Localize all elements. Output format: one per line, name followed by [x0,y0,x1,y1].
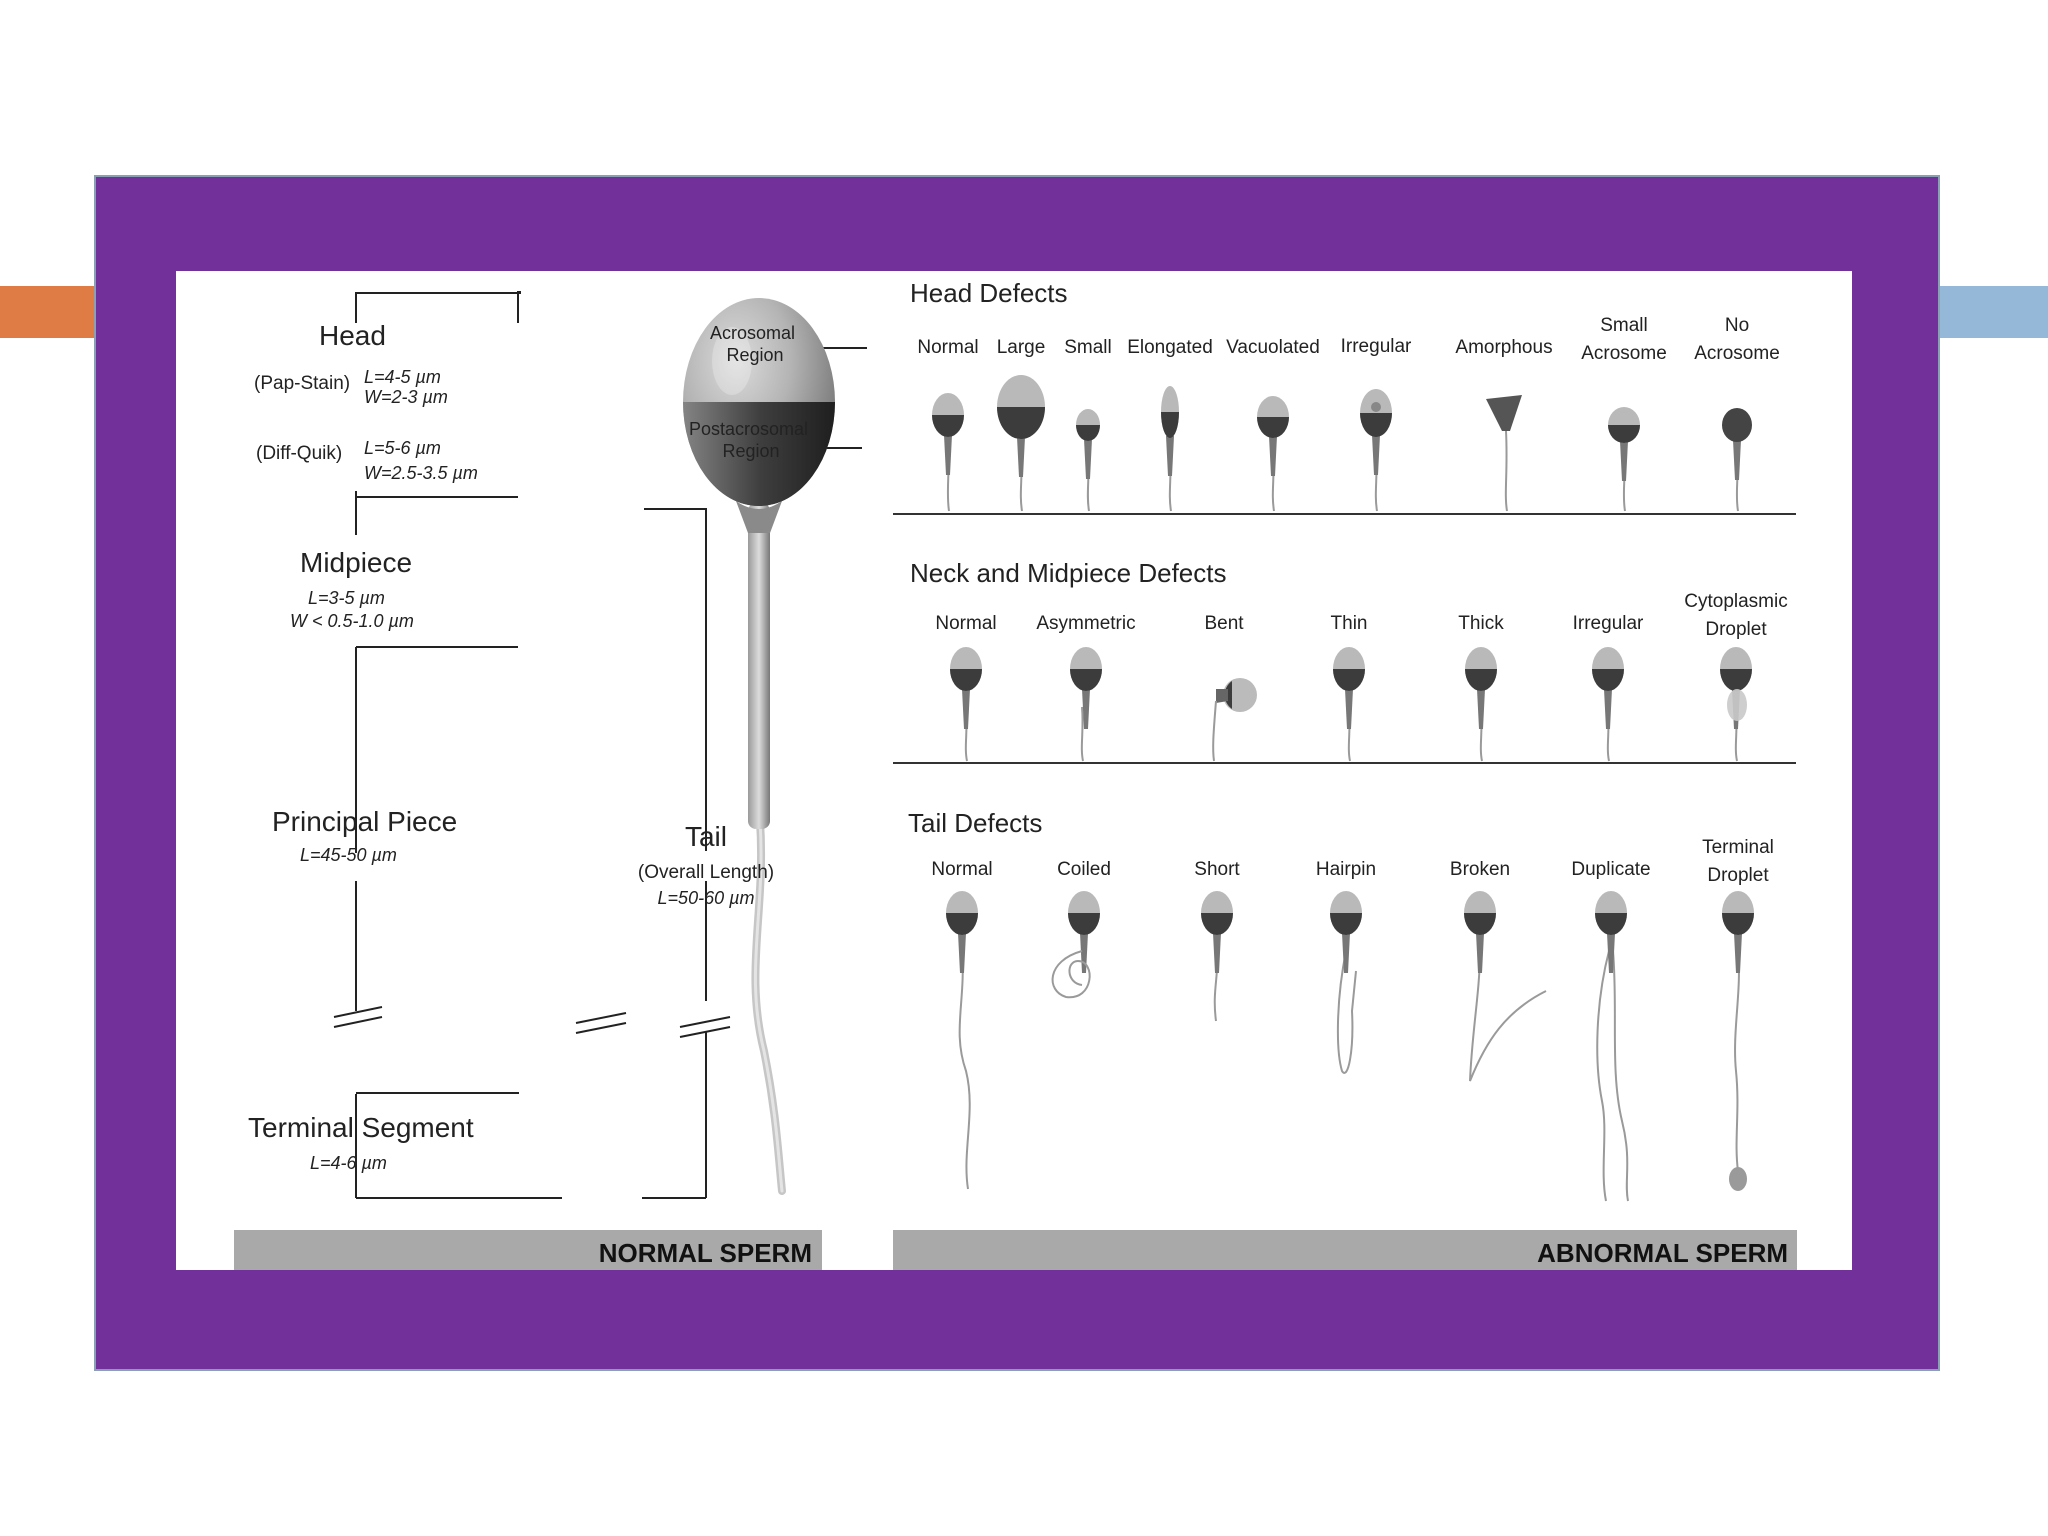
neck-defect-label: Asymmetric [1036,613,1135,634]
tail-defect-label: Hairpin [1316,859,1376,880]
pap-stain-label: (Pap-Stain) [254,373,350,394]
abnormal-sperm-banner [893,1230,1797,1270]
terminal-segment-label: Terminal Segment [248,1112,474,1143]
defect-illustrations [932,375,1754,1202]
neck-defect-label: Normal [935,613,996,634]
midpiece-width: W < 0.5-1.0 µm [290,611,414,631]
tail-overall-label: (Overall Length) [638,862,774,883]
neck-defects-title: Neck and Midpiece Defects [910,558,1226,588]
tail-defect-label: Broken [1450,859,1510,880]
midpiece-length: L=3-5 µm [308,588,385,608]
principal-piece-length: L=45-50 µm [300,845,397,865]
head-defects-title: Head Defects [910,278,1068,308]
head-defect-label: Normal [917,337,978,358]
sperm-morphology-figure: Head (Pap-Stain) L=4-5 µm W=2-3 µm (Diff… [176,271,1852,1270]
terminal-segment-length: L=4-6 µm [310,1153,387,1173]
orange-accent-bar [0,286,96,338]
tail-defect-label: Normal [931,859,992,880]
normal-sperm-illustration [683,298,835,1195]
head-defect-label: Vacuolated [1226,337,1320,358]
midpiece-label: Midpiece [300,547,412,578]
normal-sperm-banner-text: NORMAL SPERM [599,1238,812,1268]
tail-defect-label: Coiled [1057,859,1111,880]
diff-length: L=5-6 µm [364,438,441,458]
tail-defect-label: Duplicate [1571,859,1650,880]
head-defect-label: Small [1064,337,1112,358]
diff-width: W=2.5-3.5 µm [364,463,478,483]
principal-piece-label: Principal Piece [272,806,457,837]
pap-length: L=4-5 µm [364,367,441,387]
tail-label: Tail [685,821,727,852]
left-brackets [517,291,521,323]
head-defect-label: Irregular [1341,336,1412,357]
head-label: Head [319,320,386,351]
blue-accent-bar [1940,286,2048,338]
acrosomal-region-label: Acrosomal Region [710,323,800,365]
head-defect-label: Amorphous [1455,337,1552,358]
neck-defect-label: Bent [1204,613,1244,634]
neck-defect-label: Irregular [1573,613,1644,634]
abnormal-sperm-banner-text: ABNORMAL SPERM [1537,1238,1788,1268]
diff-quik-label: (Diff-Quik) [256,443,342,464]
tail-length: L=50-60 µm [658,888,755,908]
head-defect-label: Large [997,337,1046,358]
tail-defects-title: Tail Defects [908,808,1042,838]
neck-defect-label: Thin [1331,613,1368,634]
normal-sperm-banner [234,1230,822,1270]
pap-width: W=2-3 µm [364,387,448,407]
neck-defect-label: Thick [1458,613,1504,634]
postacrosomal-region-label: Postacrosomal Region [689,419,813,461]
figure-canvas: Head (Pap-Stain) L=4-5 µm W=2-3 µm (Diff… [234,278,1797,1270]
head-defect-label: Elongated [1127,337,1213,358]
tail-defect-label: Short [1194,859,1240,880]
